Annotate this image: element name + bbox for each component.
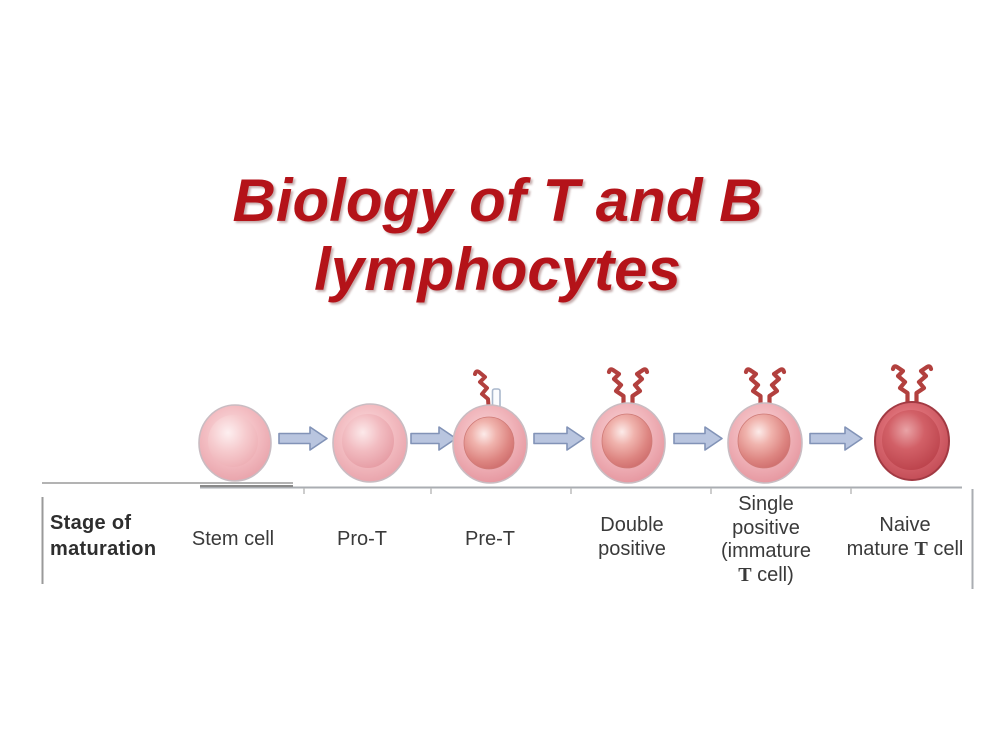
stage-label-naive-mature-t-cell: Naive mature T cell: [846, 514, 964, 560]
single-positive-cell-icon: [727, 402, 803, 484]
arrows: [278, 426, 863, 451]
right-arrow-icon: [278, 426, 328, 451]
stage-label-pre-t: Pre-T: [465, 528, 515, 550]
slide-title-line1: Biology of T and B: [232, 167, 763, 234]
slide-title: Biology of T and B lymphocytes: [0, 166, 995, 304]
stage-label-stem-cell: Stem cell: [191, 528, 275, 550]
stem-cell-icon: [198, 404, 272, 482]
pre-t-cell-icon: [452, 404, 528, 484]
stage-label-single-positive: Single positive (immature T cell): [720, 493, 812, 586]
naive-mature-t-cell-icon: [874, 401, 950, 481]
double-positive-cell-icon: [590, 402, 666, 484]
stage-axis-lines: [41, 482, 974, 589]
serif-t-glyph: T: [738, 563, 752, 586]
right-arrow-icon: [673, 426, 723, 451]
row-label-line1: Stage of: [50, 512, 132, 534]
right-arrow-icon: [410, 426, 457, 451]
row-label-line2: maturation: [50, 538, 157, 560]
slide-title-line2: lymphocytes: [314, 236, 681, 303]
baseline-ticks: [303, 488, 852, 494]
stage-of-maturation-label: Stage of maturation: [50, 510, 156, 562]
stage-label-pro-t: Pro-T: [337, 528, 387, 550]
right-arrow-icon: [809, 426, 863, 451]
stage-label-double-positive: Double positive: [598, 514, 666, 560]
pro-t-cell-icon: [332, 403, 408, 483]
right-arrow-icon: [533, 426, 585, 451]
serif-t-glyph: T: [914, 537, 928, 560]
